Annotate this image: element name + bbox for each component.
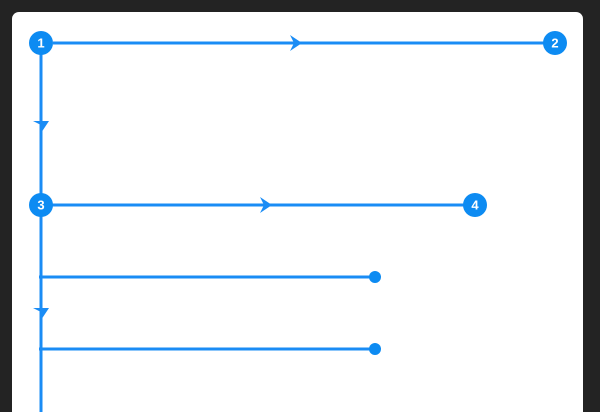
- edge-1-to-3[interactable]: [33, 43, 49, 205]
- edge-3-to-4[interactable]: [41, 197, 475, 213]
- app-frame: 1 2 3 4: [12, 12, 583, 412]
- edge-1-to-3-arrowhead: [33, 121, 49, 133]
- branch-2-endpoint-dot[interactable]: [369, 343, 381, 355]
- node-3[interactable]: 3: [29, 193, 53, 217]
- diagram-canvas[interactable]: 1 2 3 4: [12, 12, 583, 412]
- node-1-label: 1: [37, 36, 44, 51]
- node-2-circle: [543, 31, 567, 55]
- node-4[interactable]: 4: [463, 193, 487, 217]
- node-3-circle: [29, 193, 53, 217]
- edge-1-to-2[interactable]: [53, 35, 555, 51]
- node-1-circle: [29, 31, 53, 55]
- node-3-label: 3: [37, 198, 44, 213]
- edge-3-to-4-arrowhead: [260, 197, 272, 213]
- edge-3-downward[interactable]: [33, 205, 49, 412]
- node-4-circle: [463, 193, 487, 217]
- node-2-label: 2: [551, 36, 558, 51]
- node-1[interactable]: 1: [29, 31, 53, 55]
- branch-1-endpoint-dot[interactable]: [369, 271, 381, 283]
- edge-3-downward-arrowhead: [33, 308, 49, 320]
- branch-1[interactable]: [39, 271, 381, 283]
- node-4-label: 4: [471, 198, 479, 213]
- branch-2[interactable]: [39, 343, 381, 355]
- edge-1-to-2-arrowhead: [290, 35, 302, 51]
- diagram-svg: 1 2 3 4: [29, 31, 567, 412]
- node-2[interactable]: 2: [543, 31, 567, 55]
